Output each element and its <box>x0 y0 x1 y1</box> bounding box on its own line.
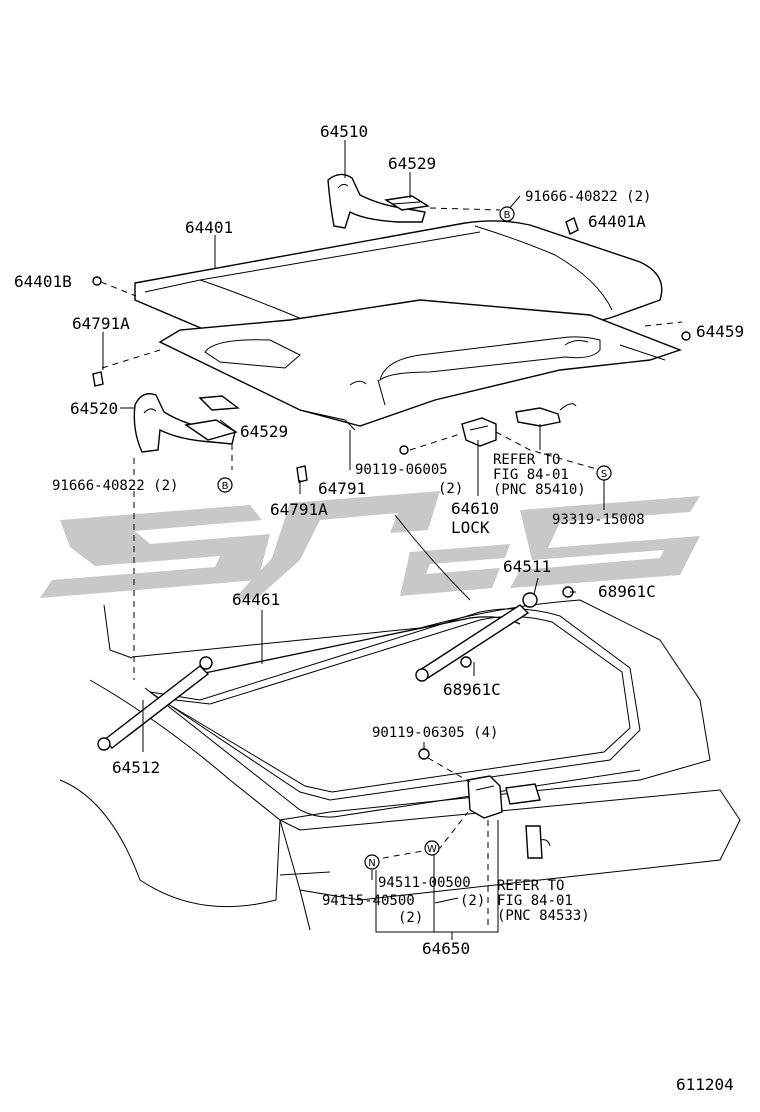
striker-64650 <box>467 775 551 859</box>
label-64791: 64791 <box>318 479 366 498</box>
watermark-logo <box>40 491 700 600</box>
lock-64610 <box>461 403 577 447</box>
label-64791A-bot: 64791A <box>270 500 328 519</box>
label-64401: 64401 <box>185 218 233 237</box>
label-64461: 64461 <box>232 590 280 609</box>
symbol-N: N <box>364 854 380 870</box>
label-94115: 94115-40500 <box>322 893 415 909</box>
label-refer2-line3: (PNC 84533) <box>497 908 590 924</box>
label-90119-06005-qty: (2) <box>438 481 463 497</box>
label-64610: 64610 <box>451 499 499 518</box>
small-fasteners <box>92 217 691 760</box>
label-64529-left: 64529 <box>240 422 288 441</box>
label-refer1-line1: REFER TO <box>493 452 560 468</box>
label-68961C-mid: 68961C <box>443 680 501 699</box>
svg-text:B: B <box>504 210 511 221</box>
svg-text:N: N <box>368 858 375 869</box>
label-94511-qty: (2) <box>398 910 423 926</box>
label-91666-top: 91666-40822 (2) <box>525 189 651 205</box>
label-refer2-line1: REFER TO <box>497 878 564 894</box>
label-64791A-top: 64791A <box>72 314 130 333</box>
label-64510: 64510 <box>320 122 368 141</box>
label-90119-06005: 90119-06005 <box>355 462 448 478</box>
label-64520: 64520 <box>70 399 118 418</box>
hinge-64510 <box>327 173 430 229</box>
label-64511: 64511 <box>503 557 551 576</box>
symbol-B-left: B <box>217 477 233 493</box>
weatherstrip-64461 <box>199 616 521 675</box>
label-91666-left: 91666-40822 (2) <box>52 478 178 494</box>
label-64401A: 64401A <box>588 212 646 231</box>
figure-number: 611204 <box>676 1075 734 1094</box>
label-refer1-line2: FIG 84-01 <box>493 467 569 483</box>
dashed-guides <box>100 207 683 930</box>
label-68961C-right: 68961C <box>598 582 656 601</box>
symbol-W: W <box>424 840 440 856</box>
label-94115-qty: (2) <box>460 893 485 909</box>
leader-lines <box>102 140 605 940</box>
svg-text:B: B <box>222 481 229 492</box>
label-93319: 93319-15008 <box>552 512 645 528</box>
hinge-64520 <box>133 393 240 453</box>
symbol-B-top: B <box>499 206 515 222</box>
label-94511: 94511-00500 <box>378 875 471 891</box>
svg-text:S: S <box>601 469 607 480</box>
label-64650: 64650 <box>422 939 470 958</box>
label-64401B: 64401B <box>14 272 72 291</box>
label-refer2-line2: FIG 84-01 <box>497 893 573 909</box>
label-90119-06305: 90119-06305 (4) <box>372 725 498 741</box>
label-64529-top: 64529 <box>388 154 436 173</box>
strut-64511 <box>415 592 538 682</box>
label-64459: 64459 <box>696 322 744 341</box>
label-64512: 64512 <box>112 758 160 777</box>
label-refer1-line3: (PNC 85410) <box>493 482 586 498</box>
lid-inner-panel <box>158 299 683 431</box>
svg-text:W: W <box>427 844 437 855</box>
strut-64512 <box>97 656 213 751</box>
symbol-S: S <box>596 465 612 481</box>
label-lock: LOCK <box>451 518 490 537</box>
